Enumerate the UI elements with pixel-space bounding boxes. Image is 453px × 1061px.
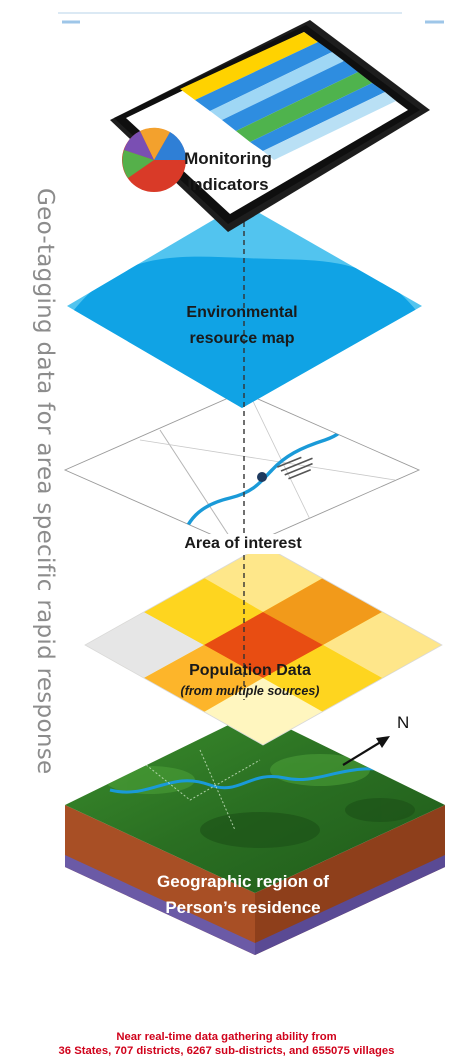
monitoring-label-line1: Monitoring bbox=[184, 149, 272, 168]
population-data-layer bbox=[84, 544, 443, 746]
environmental-resource-label: Environmental resource map bbox=[162, 300, 322, 352]
side-title: Geo-tagging data for area specific rapid… bbox=[32, 188, 58, 775]
population-data-label: Population Data (from multiple sources) bbox=[155, 661, 345, 701]
aoi-river bbox=[178, 418, 354, 548]
geographic-region-layer bbox=[65, 712, 445, 955]
geographic-label-line1: Geographic region of bbox=[157, 872, 329, 891]
monitoring-indicators-label: Monitoring Indicators bbox=[168, 146, 288, 198]
footer-line2: 36 States, 707 districts, 6267 sub-distr… bbox=[58, 1045, 395, 1057]
footer-line1: Near real-time data gathering ability fr… bbox=[116, 1031, 337, 1043]
monitoring-label-line2: Indicators bbox=[187, 175, 269, 194]
geographic-label-line2: Person’s residence bbox=[165, 898, 321, 917]
north-arrow-icon bbox=[342, 736, 390, 766]
tablet-dashboard-icon bbox=[110, 20, 430, 232]
area-of-interest-layer bbox=[63, 391, 421, 549]
environment-label-line1: Environmental bbox=[186, 304, 298, 321]
compass-north-label: N bbox=[397, 713, 410, 732]
terrain-river bbox=[109, 767, 401, 794]
population-label-subtitle: (from multiple sources) bbox=[180, 684, 320, 698]
area-of-interest-label: Area of interest bbox=[158, 534, 328, 554]
population-label-title: Population Data bbox=[189, 662, 311, 679]
environment-label-line2: resource map bbox=[189, 330, 295, 347]
geographic-region-label: Geographic region of Person’s residence bbox=[128, 869, 358, 921]
